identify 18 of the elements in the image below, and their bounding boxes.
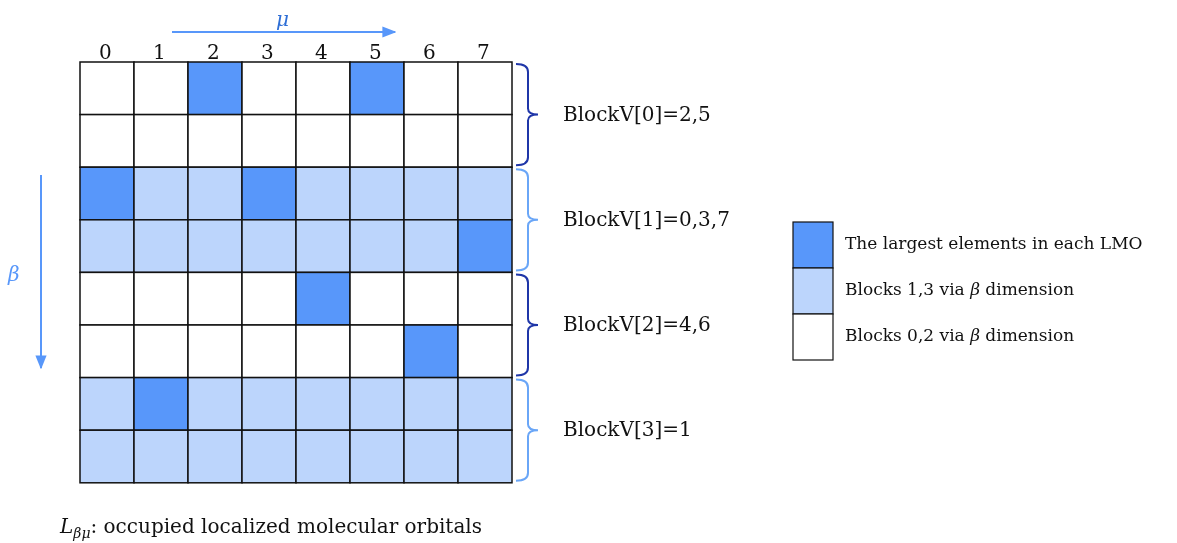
column-number: 7 xyxy=(477,42,490,62)
block-label: BlockV[2]=4,6 xyxy=(563,314,711,334)
block-label: BlockV[1]=0,3,7 xyxy=(563,208,730,229)
column-number: 4 xyxy=(315,42,328,62)
column-number: 6 xyxy=(423,42,436,62)
legend-text: Blocks 0,2 via β dimension xyxy=(845,327,1075,344)
column-number: 5 xyxy=(369,42,382,62)
column-number: 2 xyxy=(207,42,220,62)
legend-text: The largest elements in each LMO xyxy=(845,235,1143,252)
column-number: 0 xyxy=(99,42,112,62)
column-number: 3 xyxy=(261,42,274,62)
legend-text: Blocks 1,3 via β dimension xyxy=(845,281,1075,298)
axis-symbol: μ xyxy=(276,9,289,29)
caption: L$_{βμ}$: occupied localized molecular orbitals xyxy=(60,516,482,540)
axis-symbol: β xyxy=(8,264,20,284)
block-label: BlockV[0]=2,5 xyxy=(563,103,711,124)
column-number: 1 xyxy=(153,42,166,62)
block-label: BlockV[3]=1 xyxy=(563,419,692,440)
